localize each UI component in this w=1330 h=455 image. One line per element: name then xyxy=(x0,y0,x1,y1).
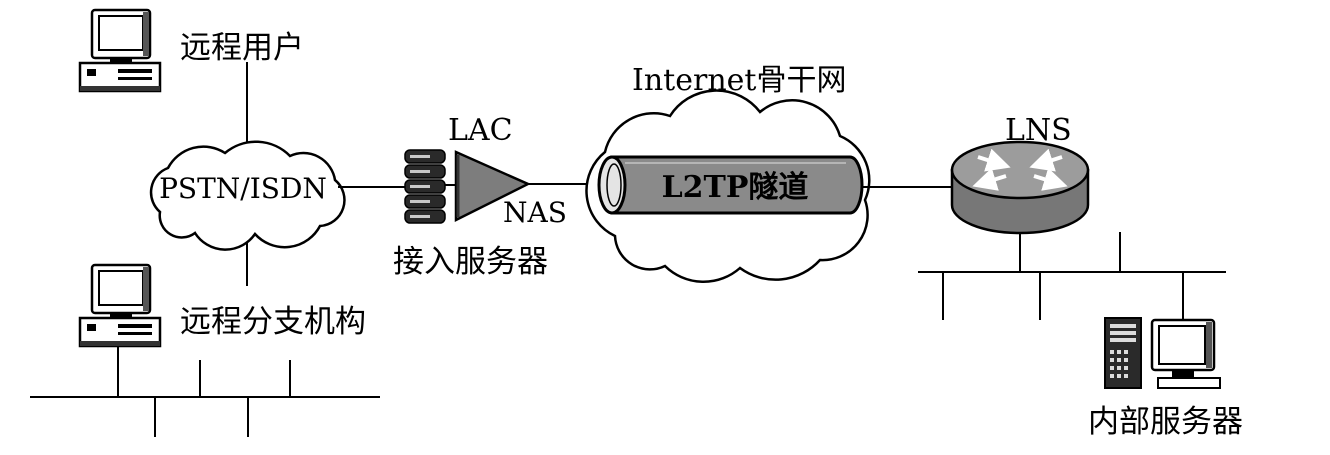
server-stack-icon xyxy=(404,149,446,224)
internal-server-label: 内部服务器 xyxy=(1088,404,1243,440)
server-tower-icon xyxy=(1104,317,1142,389)
lac-label: LAC xyxy=(448,113,513,148)
l2tp-tunnel-label: L2TP隧道 xyxy=(662,170,809,205)
remote-branch-label: 远程分支机构 xyxy=(180,304,366,340)
nas-label: NAS xyxy=(503,196,567,229)
l2tp-tunnel-icon xyxy=(597,155,864,215)
internet-backbone-label: Internet骨干网 xyxy=(632,63,846,98)
router-icon xyxy=(950,140,1090,235)
remote-user-computer-icon xyxy=(78,8,162,93)
pstn-isdn-label: PSTN/ISDN xyxy=(159,172,327,205)
pstn-isdn-cloud-icon xyxy=(149,140,346,251)
monitor-icon xyxy=(1150,318,1221,389)
nas-triangle-icon xyxy=(454,150,531,223)
branch-lan-bus xyxy=(30,346,380,437)
lns-label: LNS xyxy=(1005,113,1072,148)
access-server-label: 接入服务器 xyxy=(393,244,548,280)
remote-branch-computer-icon xyxy=(78,263,162,348)
remote-user-label: 远程用户 xyxy=(180,30,304,66)
internal-lan-bus xyxy=(918,232,1226,320)
